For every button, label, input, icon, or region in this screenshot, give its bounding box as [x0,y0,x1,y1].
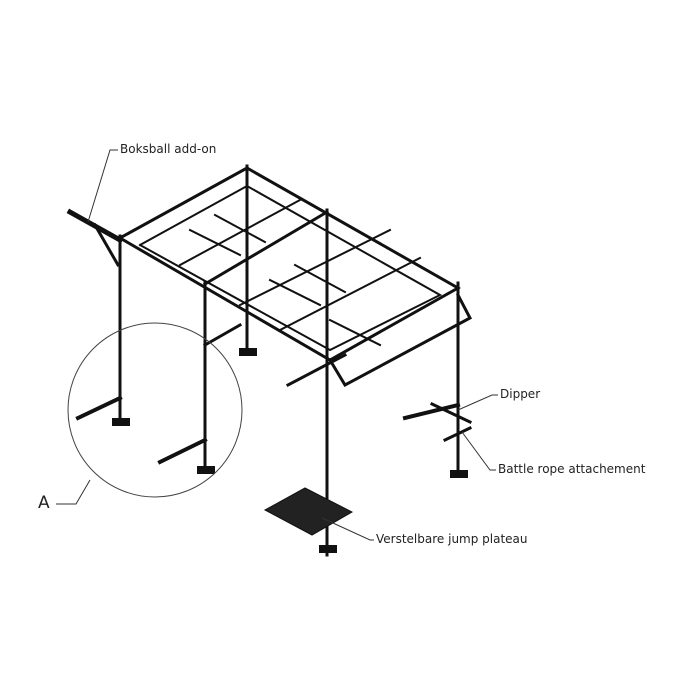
rig-frame [66,164,473,557]
jump-plateau [263,487,354,536]
rung [268,278,322,307]
crossbar [278,256,422,332]
j-hook [75,395,123,421]
top-frame-inner [138,184,443,352]
top-frame [117,166,462,362]
dipper-arm [430,402,472,424]
label-jump-plateau: Verstelbare jump plateau [376,532,528,546]
rope-attachment [442,425,473,443]
label-dipper: Dipper [500,387,541,401]
arm [285,352,348,388]
boksball-brace [92,222,121,268]
label-battle-rope: Battle rope attachement [498,462,646,476]
crossbar [202,209,330,287]
crossbar [238,228,392,307]
label-detail-a: A [38,493,50,513]
foot-plates [112,348,468,553]
crossbar [178,198,302,267]
arm [202,322,243,348]
detail-circle [67,322,243,498]
rung [293,263,347,294]
front-extension [327,292,473,387]
rung [213,213,267,244]
j-hook [157,437,208,465]
rung [328,318,382,347]
leader-lines [56,149,498,541]
dipper-arm [402,402,461,421]
rung [188,228,242,257]
label-boksball-add-on: Boksball add-on [120,142,217,156]
